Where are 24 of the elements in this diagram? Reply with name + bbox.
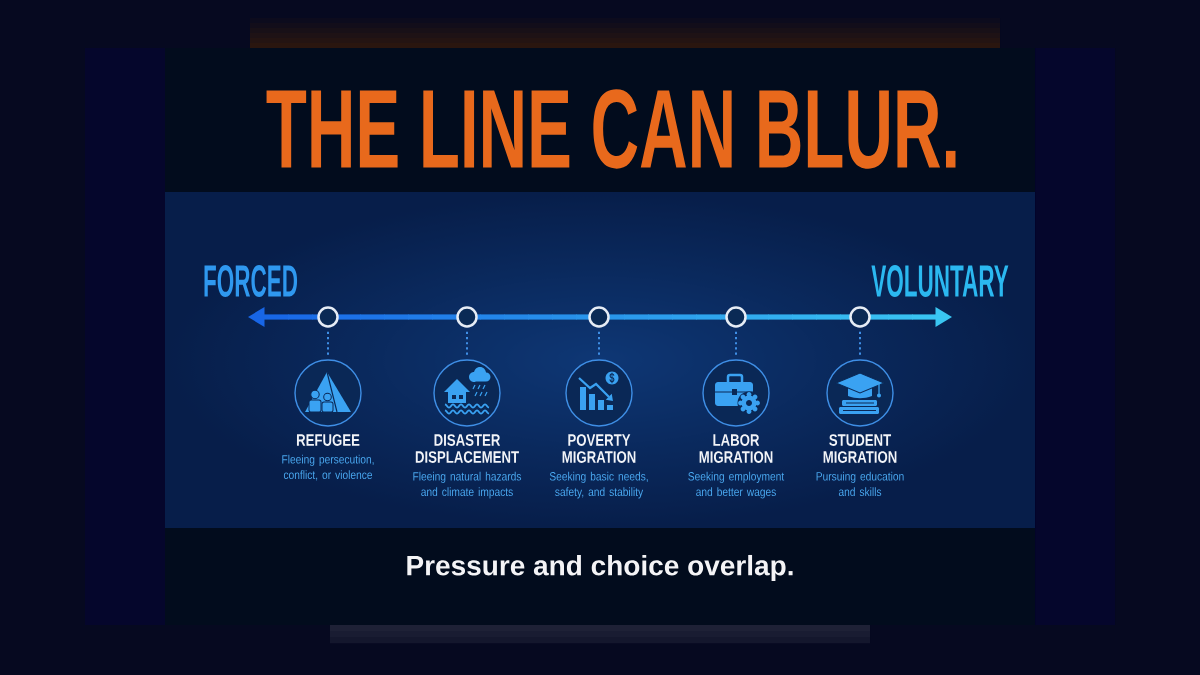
dotted-line <box>327 330 329 357</box>
timeline-marker <box>588 306 610 328</box>
timeline-marker <box>456 306 478 328</box>
timeline-marker <box>725 306 747 328</box>
dotted-line <box>859 330 861 357</box>
scale-end-label: FORCED <box>204 265 298 297</box>
category-heading: STUDENT MIGRATION <box>823 434 897 463</box>
timeline-marker <box>849 306 871 328</box>
category-heading: REFUGEE <box>297 434 360 446</box>
category-heading: POVERTY MIGRATION <box>562 434 636 463</box>
description-text: Fleeing persecution, conflict, or violence <box>282 454 374 481</box>
category-heading: LABOR MIGRATION <box>699 434 773 463</box>
description-text: Pursuing education and skills <box>816 471 904 497</box>
dotted-line <box>735 330 737 357</box>
caption: Pressure and choice overlap. <box>407 554 793 582</box>
timeline-marker <box>317 306 339 328</box>
description-text: Fleeing natural hazards and climate impacts <box>413 471 522 499</box>
dotted-line <box>598 330 600 357</box>
scale-end-label: VOLUNTARY <box>871 265 1009 297</box>
title: THE LINE CAN BLUR. <box>266 89 956 169</box>
dotted-line <box>466 330 468 357</box>
description-text: Seeking employment and better wages <box>688 471 785 499</box>
category-heading: DISASTER DISPLACEMENT <box>415 434 519 463</box>
description-text: Seeking basic needs, safety, and stability <box>549 471 648 499</box>
